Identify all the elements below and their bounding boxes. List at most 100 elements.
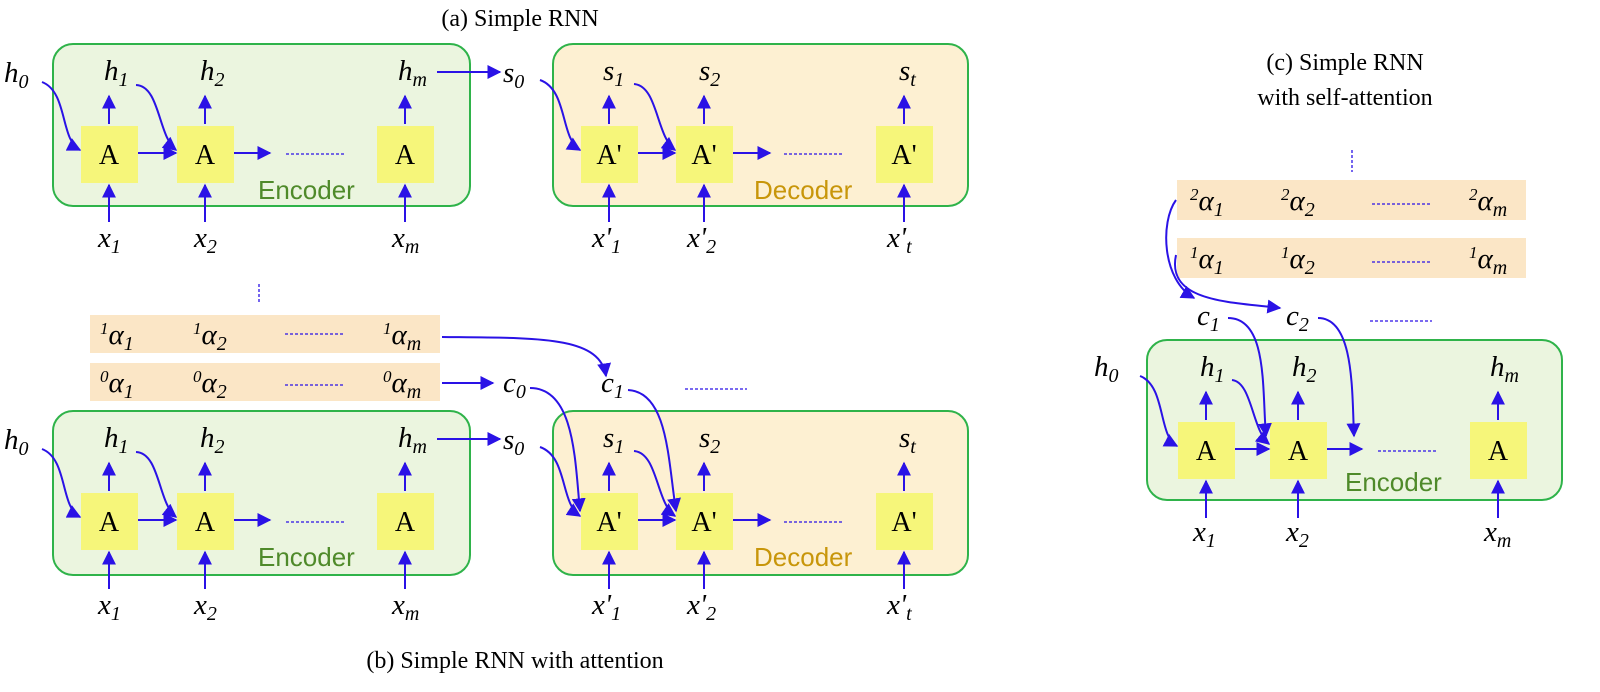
caption-c-line2: with self-attention <box>1257 85 1432 111</box>
var-hm: hm <box>398 55 427 91</box>
cell-label: A' <box>596 140 621 171</box>
arrow <box>633 83 677 151</box>
cell-label: A <box>99 507 120 538</box>
panel-a: (a) Simple RNN Encoder A A A h0 h1 h2 hm… <box>4 6 969 258</box>
decoder-cell-2-a <box>676 126 733 183</box>
arrow <box>1173 254 1282 314</box>
var-s2: s2 <box>699 422 720 458</box>
alpha-band-2 <box>1177 180 1526 220</box>
cell-label: A' <box>691 507 716 538</box>
alpha-0-m: 0αm <box>383 367 421 403</box>
var-xp2: x'2 <box>686 589 716 625</box>
var-st: st <box>899 55 916 91</box>
encoder-cell-1-b <box>81 493 138 550</box>
cell-label: A <box>1288 436 1309 467</box>
var-hm-c: hm <box>1490 351 1519 387</box>
var-s1: s1 <box>603 55 624 91</box>
alpha-1-2: 1α2 <box>193 319 227 355</box>
cell-label: A <box>395 140 416 171</box>
var-x1: x1 <box>97 589 121 625</box>
arrow <box>627 389 681 513</box>
encoder-label-c: Encoder <box>1345 467 1442 497</box>
var-c0: c0 <box>503 367 526 403</box>
var-xm-c: xm <box>1483 516 1511 552</box>
decoder-cell-t-b <box>876 493 933 550</box>
caption-c-line1: (c) Simple RNN <box>1266 50 1423 76</box>
encoder-cell-1-c <box>1178 422 1235 479</box>
var-xpt: x't <box>886 589 912 625</box>
decoder-cell-1-a <box>581 126 638 183</box>
encoder-box-c <box>1146 339 1563 501</box>
var-xp1: x'1 <box>591 589 621 625</box>
encoder-label-a: Encoder <box>258 175 355 205</box>
cell-label: A <box>99 140 120 171</box>
arrow <box>539 79 582 151</box>
decoder-label-a: Decoder <box>754 175 853 205</box>
var-h0-c: h0 <box>1094 351 1119 387</box>
var-x2: x2 <box>193 222 217 258</box>
arrow <box>1231 379 1271 445</box>
var-h1: h1 <box>104 422 129 458</box>
arrow <box>529 387 586 513</box>
var-x1-c: x1 <box>1192 516 1216 552</box>
var-h1: h1 <box>104 55 129 91</box>
encoder-label-b: Encoder <box>258 542 355 572</box>
var-s1: s1 <box>603 422 624 458</box>
arrow <box>135 84 178 151</box>
decoder-label-b: Decoder <box>754 542 853 572</box>
cell-label: A' <box>891 140 916 171</box>
caption-a: (a) Simple RNN <box>441 6 598 32</box>
var-st: st <box>899 422 916 458</box>
decoder-cell-1-b <box>581 493 638 550</box>
arrow <box>1139 375 1179 447</box>
var-h2: h2 <box>200 422 225 458</box>
alpha-band-1 <box>90 315 440 353</box>
encoder-cell-2-c <box>1270 422 1327 479</box>
cell-label: A <box>395 507 416 538</box>
var-s0: s0 <box>503 57 524 93</box>
arrow <box>1165 199 1196 299</box>
var-s0: s0 <box>503 424 524 460</box>
encoder-cell-1-a <box>81 126 138 183</box>
var-h2-c: h2 <box>1292 351 1317 387</box>
var-xp2: x'2 <box>686 222 716 258</box>
encoder-cell-m-b <box>377 493 434 550</box>
alpha-2-m: 2αm <box>1469 185 1507 221</box>
var-h0: h0 <box>4 424 29 460</box>
arrow <box>135 451 178 518</box>
panel-b: 1α1 1α2 1αm 0α1 0α2 0αm c0 c1 Encoder A … <box>4 284 969 674</box>
alpha-band-1-c <box>1177 238 1526 278</box>
alpha-band-0 <box>90 363 440 401</box>
alpha-2-1: 2α1 <box>1190 185 1224 221</box>
cell-label: A' <box>891 507 916 538</box>
alpha-1-m: 1αm <box>383 319 421 355</box>
var-xm: xm <box>391 222 419 258</box>
cell-label: A <box>1196 436 1217 467</box>
encoder-cell-m-c <box>1470 422 1527 479</box>
encoder-cell-m-a <box>377 126 434 183</box>
alpha-1-2-c: 1α2 <box>1281 243 1315 279</box>
decoder-cell-t-a <box>876 126 933 183</box>
var-x2-c: x2 <box>1285 516 1309 552</box>
var-xm: xm <box>391 589 419 625</box>
alpha-1-1: 1α1 <box>100 319 134 355</box>
var-hm: hm <box>398 422 427 458</box>
decoder-box-a <box>552 43 969 207</box>
var-c2-c: c2 <box>1286 300 1309 336</box>
var-xpt: x't <box>886 222 912 258</box>
encoder-box-a <box>52 43 471 207</box>
cell-label: A <box>1488 436 1509 467</box>
arrow <box>1317 317 1361 438</box>
encoder-box-b <box>52 410 471 576</box>
cell-label: A' <box>691 140 716 171</box>
arrow <box>41 448 82 518</box>
encoder-cell-2-a <box>177 126 234 183</box>
decoder-box-b <box>552 410 969 576</box>
cell-label: A <box>195 140 216 171</box>
var-h0: h0 <box>4 57 29 93</box>
panel-c: (c) Simple RNN with self-attention 2α1 2… <box>1094 50 1563 552</box>
var-h1-c: h1 <box>1200 351 1225 387</box>
alpha-2-2: 2α2 <box>1281 185 1315 221</box>
alpha-0-2: 0α2 <box>193 367 227 403</box>
